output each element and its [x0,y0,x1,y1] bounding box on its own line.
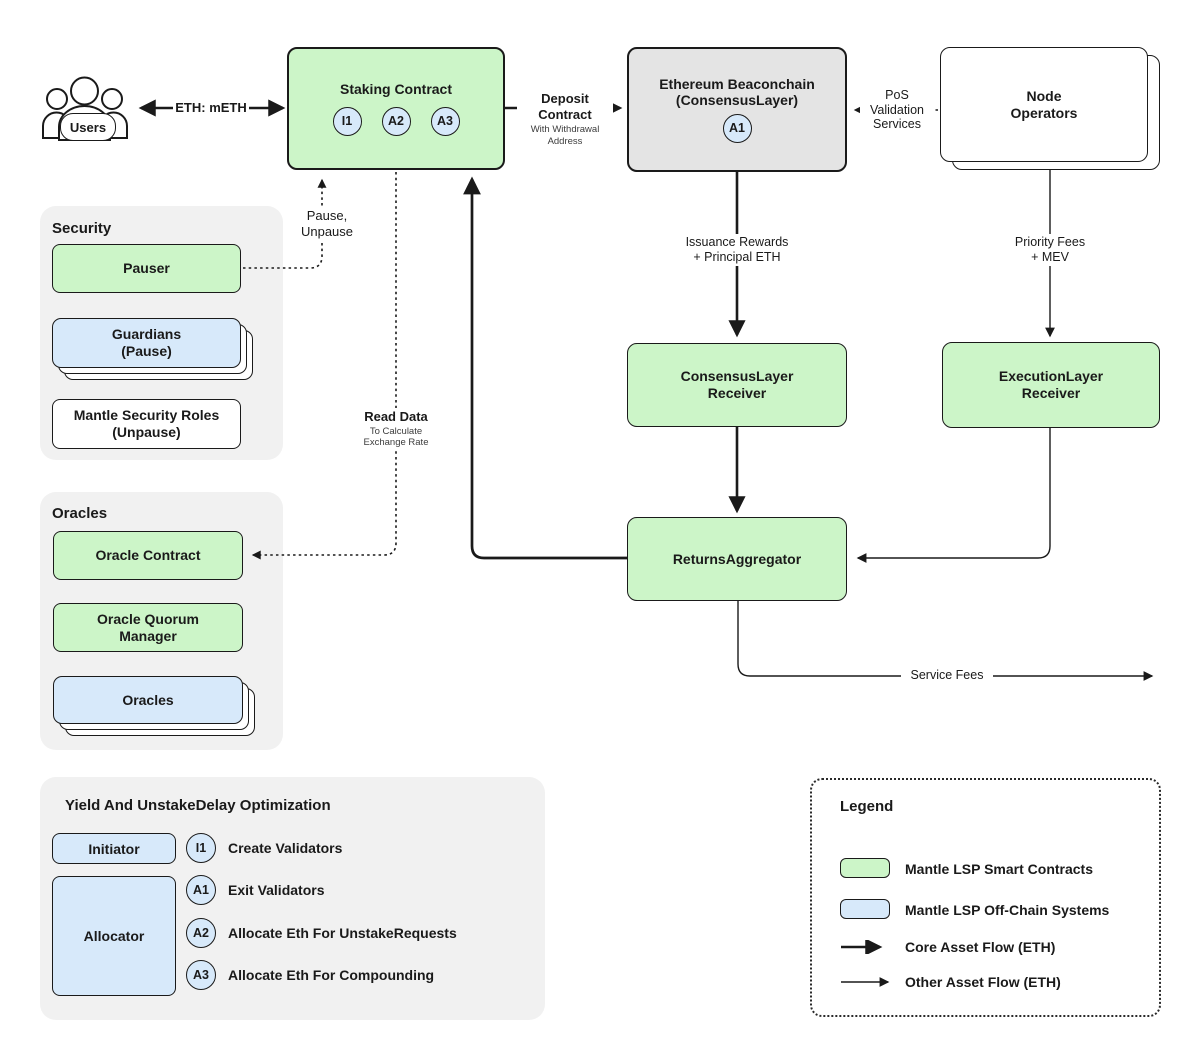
oracle-contract-label: Oracle Contract [95,547,201,563]
node-operators-title: Node Operators [1010,87,1078,121]
yield-row-label: Allocate Eth For UnstakeRequests [228,925,457,941]
badge-a3: A3 [430,107,460,136]
initiator-box: Initiator [52,833,176,864]
pauser-label: Pauser [123,260,170,276]
oracle-quorum-label: Oracle Quorum Manager [97,610,199,644]
eth-meth-label: ETH: mETH [173,99,249,117]
initiator-label: Initiator [88,840,140,857]
yield-row-label: Allocate Eth For Compounding [228,967,435,983]
returns-aggregator-title: ReturnsAggregator [672,550,802,567]
legend-core-flow-label: Core Asset Flow (ETH) [905,939,1056,955]
badge-a1: A1 [186,875,216,905]
consensus-receiver-box: ConsensusLayer Receiver [627,343,847,427]
staking-contract-title: Staking Contract [339,81,452,97]
edge-read-data [251,172,397,560]
staking-contract-box: Staking Contract I1 A2 A3 [287,47,505,170]
badge-i1: I1 [332,107,362,136]
legend-panel: Legend Mantle LSP Smart Contracts Mantle… [810,778,1161,1017]
legend-smart-contracts-label: Mantle LSP Smart Contracts [905,861,1094,877]
oracle-quorum-box: Oracle Quorum Manager [53,603,243,652]
badge-a1: A1 [722,114,752,143]
edge-execution-to-returns [856,428,1051,563]
badge-a2: A2 [381,107,411,136]
yield-panel: Yield And UnstakeDelay Optimization Init… [40,777,545,1020]
badge-a2: A2 [186,918,216,948]
oracles-label: Oracles [122,691,174,708]
priority-fees-label: Priority Fees + MEV [1005,234,1095,266]
edge-pause-unpause [243,178,327,269]
badge-a3: A3 [186,960,216,990]
service-fees-label: Service Fees [901,667,993,684]
oracles-panel-title: Oracles [52,505,108,522]
badge-i1: I1 [186,833,216,863]
guardians-stack: Guardians (Pause) [52,318,253,380]
guardians-label: Guardians (Pause) [111,326,182,359]
read-data-sublabel: To Calculate Exchange Rate [363,425,429,449]
security-roles-box: Mantle Security Roles (Unpause) [52,399,241,449]
oracles-stack: Oracles [53,676,255,736]
issuance-rewards-label: Issuance Rewards + Principal ETH [667,234,807,266]
users-label-pill: Users [60,113,116,141]
beaconchain-title: Ethereum Beaconchain (ConsensusLayer) [659,76,815,108]
security-roles-label: Mantle Security Roles (Unpause) [73,407,220,440]
legend-blue-swatch [840,899,890,919]
node-operators-stack: Node Operators [940,47,1160,170]
legend-title: Legend [840,798,894,815]
oracle-contract-box: Oracle Contract [53,531,243,580]
read-data-label: Read Data To Calculate Exchange Rate [346,408,446,450]
pause-unpause-label: Pause, Unpause [291,207,363,241]
edge-service-fees [737,601,1154,681]
staking-contract-badges: I1 A2 A3 [332,107,460,136]
yield-row-label: Exit Validators [228,882,325,898]
legend-other-flow-label: Other Asset Flow (ETH) [905,974,1061,990]
pauser-box: Pauser [52,244,241,293]
other-flow-arrow-icon [841,977,890,987]
execution-receiver-box: ExecutionLayer Receiver [942,342,1160,428]
users-label: Users [69,119,107,135]
beaconchain-box: Ethereum Beaconchain (ConsensusLayer) A1 [627,47,847,172]
core-flow-arrow-icon [841,940,883,954]
edge-returns-to-staking [463,176,627,560]
allocator-box: Allocator [52,876,176,996]
consensus-receiver-title: ConsensusLayer Receiver [680,368,794,401]
deposit-contract-label: Deposit Contract With Withdrawal Address [517,90,613,148]
deposit-contract-sublabel: With Withdrawal Address [530,124,600,147]
returns-aggregator-box: ReturnsAggregator [627,517,847,601]
legend-green-swatch [840,858,890,878]
legend-offchain-label: Mantle LSP Off-Chain Systems [905,902,1110,918]
execution-receiver-title: ExecutionLayer Receiver [998,368,1104,401]
yield-row-label: Create Validators [228,840,343,856]
pos-validation-label: PoS Validation Services [860,87,934,133]
allocator-label: Allocator [83,928,145,944]
yield-panel-title: Yield And UnstakeDelay Optimization [65,797,331,814]
security-panel-title: Security [52,220,112,237]
